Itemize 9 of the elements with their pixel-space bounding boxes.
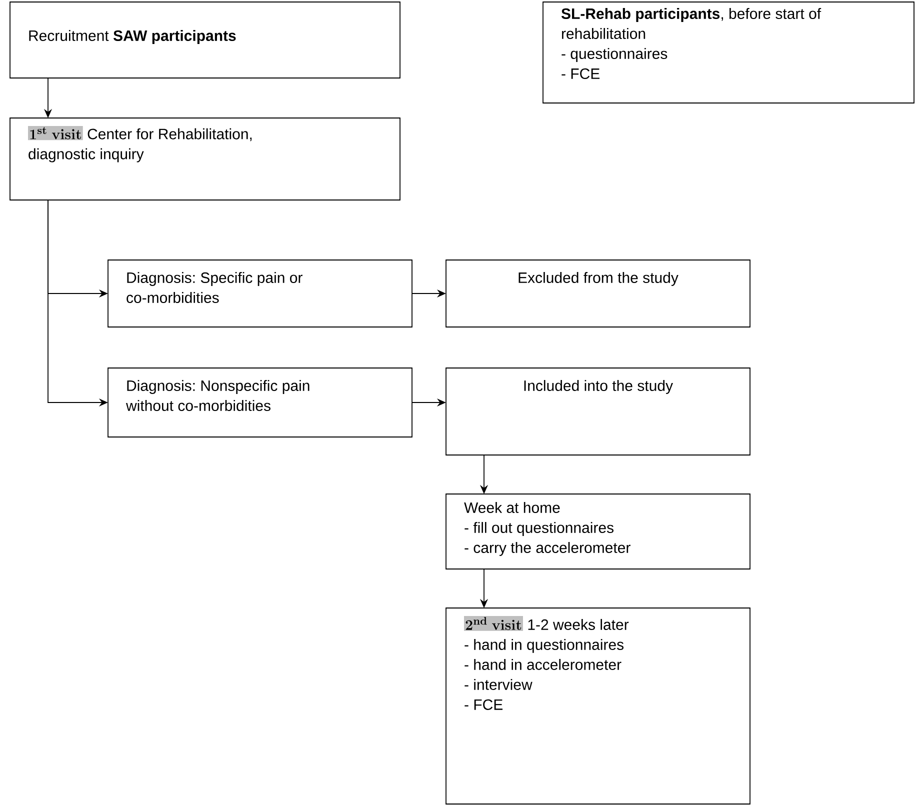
process-box: SL-Rehab participants, before start of rehabilitation - questionnaires - FCE <box>542 2 914 104</box>
process-box: Diagnosis: Specific pain or co-morbidities <box>108 260 412 328</box>
process-box: Week at home - fill out questionnaires - carry the accelerometer <box>446 494 750 570</box>
process-box: $1^{\mathbf{st}}\ \mathbf{visit}$ Center for Rehabilitation, diagnostic inquiry <box>10 118 400 200</box>
process-box: $2^{\mathbf{nd}}\ \mathbf{visit}$ 1-2 weeks later - hand in questionnaires - hand in accelerometer - interview - FCE <box>446 608 750 804</box>
process-box: Diagnosis: Nonspecific pain without co-morbidities <box>108 368 412 438</box>
process-box: Excluded from the study <box>446 260 750 328</box>
process-box: Included into the study <box>446 368 750 456</box>
process-box: Recruitment SAW participants <box>10 2 400 78</box>
